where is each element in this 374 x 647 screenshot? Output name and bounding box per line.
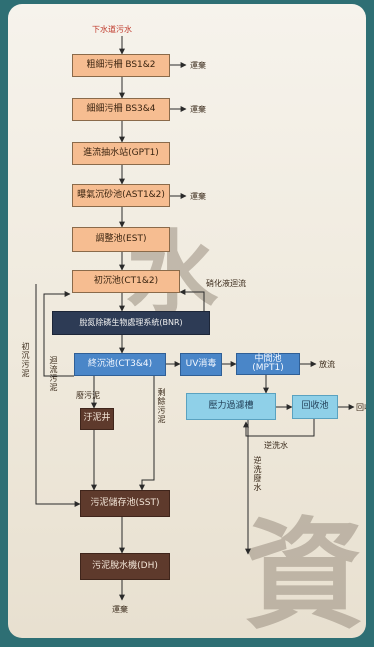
sludge-out-label: 運棄	[112, 605, 128, 614]
return-sludge-label: 迴流污泥	[49, 356, 58, 392]
backwash-water-label: 逆洗水	[264, 441, 288, 450]
flow-connectors	[35, 36, 355, 601]
dewatering-node: 污泥脫水機(DH)	[80, 553, 170, 580]
uv-disinfection-node: UV消毒	[180, 353, 222, 376]
sludge-well-node: 汙泥井	[80, 408, 114, 430]
internal-return-label: 硝化液迴流	[206, 279, 246, 288]
source-label: 下水道污水	[92, 25, 132, 34]
grit-chamber-node: 曝氣沉砂池(AST1&2)	[72, 184, 170, 207]
diagram-panel: 水 資	[8, 4, 366, 638]
coarse-screen-out-label: 運棄	[190, 61, 206, 70]
coarse-screen-node: 粗細污柵 BS1&2	[72, 54, 170, 77]
waste-sludge-label: 廢污泥	[76, 391, 100, 400]
fine-screen-node: 細細污柵 BS3&4	[72, 98, 170, 121]
backwash-waste-label: 逆洗廢水	[253, 456, 262, 492]
middle-basin-node: 中間池(MPT1)	[236, 353, 300, 375]
bio-system-node: 脫氮除磷生物處理系統(BNR)	[52, 311, 210, 335]
excess-sludge-label: 剩餘污泥	[157, 388, 166, 424]
final-clarifier-node: 終沉池(CT3&4)	[74, 353, 166, 376]
pressure-filter-node: 壓力過濾槽	[186, 393, 276, 420]
pump-station-node: 進流抽水站(GPT1)	[72, 142, 170, 165]
watermark-resource-glyph: 資	[244, 505, 364, 638]
grit-chamber-out-label: 運棄	[190, 192, 206, 201]
sludge-storage-node: 污泥儲存池(SST)	[80, 490, 170, 517]
primary-clarifier-node: 初沉池(CT1&2)	[72, 270, 180, 293]
reuse-out-label: 回收	[356, 403, 366, 412]
equalization-node: 調整池(EST)	[72, 227, 170, 252]
reuse-basin-node: 回收池	[292, 395, 338, 419]
primary-sludge-label: 初沉污泥	[21, 342, 30, 378]
discharge-label: 放流	[319, 360, 335, 369]
fine-screen-out-label: 運棄	[190, 105, 206, 114]
